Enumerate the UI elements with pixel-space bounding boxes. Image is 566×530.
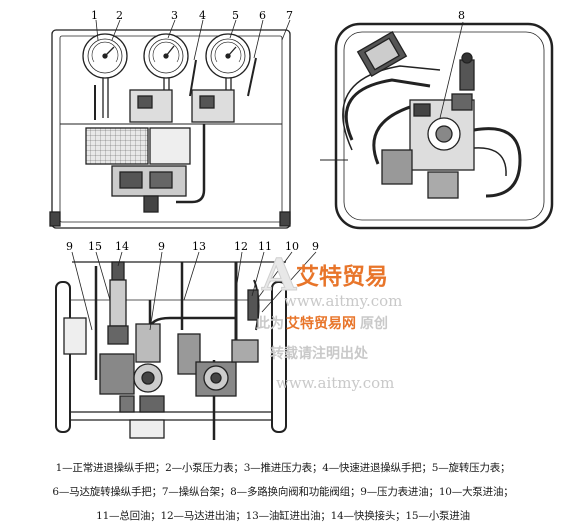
watermark-line2-prefix: 此为	[256, 315, 284, 332]
caption-line-3: 11—总回油；12—马达进出油；13—油缸进出油；14—快换接头；15—小泵进油	[96, 510, 470, 522]
rotation-pressure-gauge	[205, 33, 251, 79]
watermark-logo-mark: A	[261, 250, 297, 301]
valve-cluster-left	[99, 353, 135, 395]
callout-12: 12	[234, 240, 248, 253]
callout-9-left: 9	[66, 240, 73, 253]
callout-2: 2	[116, 9, 123, 22]
watermark-url-top: www.aitmy.com	[284, 292, 402, 310]
callout-9-center: 9	[158, 240, 165, 253]
callout-13: 13	[192, 240, 206, 253]
callout-15: 15	[88, 240, 102, 253]
propulsion-pressure-gauge	[143, 33, 189, 79]
callout-4: 4	[199, 9, 206, 22]
plan-gauge	[356, 30, 408, 78]
callout-9-right: 9	[312, 240, 319, 253]
callout-6: 6	[259, 9, 266, 22]
callout-3: 3	[171, 9, 178, 22]
callout-1: 1	[91, 9, 98, 22]
small-pump-pressure-gauge	[82, 33, 128, 79]
top-right-view	[320, 22, 554, 230]
figure-area: 1 2 3 4 5 6 7 8	[49, 9, 554, 440]
side-rail	[55, 281, 71, 433]
top-left-callouts	[95, 19, 291, 61]
top-left-view	[49, 29, 291, 229]
watermark-line3: 转载请注明出处	[270, 345, 369, 362]
side-plate	[63, 317, 87, 355]
plan-handle	[459, 59, 475, 91]
figure-caption: 1—正常进退操纵手把；2—小泵压力表；3—推进压力表；4—快速进退操纵手把；5—…	[0, 456, 566, 530]
motor-rotation-handle	[247, 57, 257, 97]
callout-11: 11	[258, 240, 272, 253]
plan-frame	[334, 22, 554, 230]
watermark-brand: 艾特贸易	[296, 263, 388, 290]
caption-line-1: 1—正常进退操纵手把；2—小泵压力表；3—推进压力表；4—快速进退操纵手把；5—…	[55, 462, 511, 474]
multi-way-valve-panel	[85, 127, 149, 165]
frame-leg	[279, 211, 291, 227]
fast-advance-handle	[189, 59, 197, 97]
watermark: A 艾特贸易 www.aitmy.com 此为 艾特贸易网 原创 转载请注明出处…	[256, 250, 402, 393]
figure-drawing: 1 2 3 4 5 6 7 8	[49, 9, 554, 440]
callout-7: 7	[286, 9, 293, 22]
callout-8: 8	[458, 9, 465, 22]
bottom-callouts	[71, 251, 317, 331]
side-rail	[271, 281, 287, 433]
frame-leg	[49, 211, 61, 227]
watermark-line2-brand: 艾特贸易网	[286, 315, 356, 332]
bottom-view	[55, 261, 287, 440]
callout-5: 5	[232, 9, 239, 22]
callout-10: 10	[285, 240, 299, 253]
caption-line-2: 6—马达旋转操纵手把；7—操纵台架；8—多路换向阀和功能阀组；9—压力表进油；1…	[52, 486, 514, 498]
watermark-url-bottom: www.aitmy.com	[276, 374, 394, 392]
callout-14: 14	[115, 240, 129, 253]
watermark-line2-suffix: 原创	[360, 315, 388, 332]
